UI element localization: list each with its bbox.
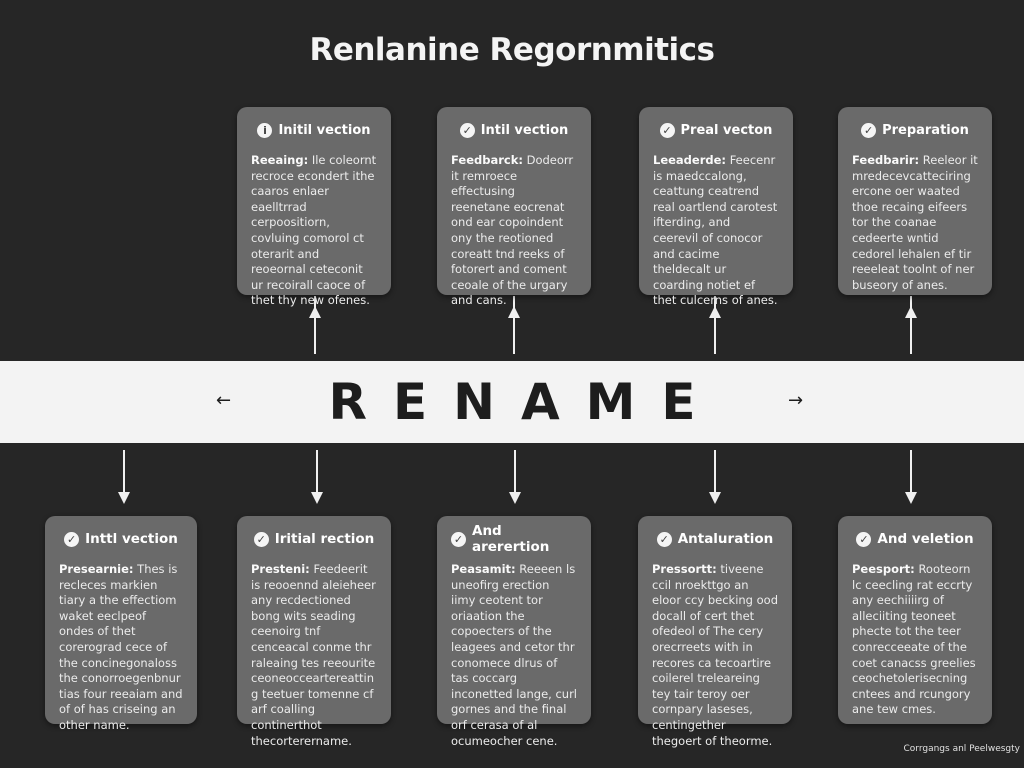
check-icon: ✓: [64, 531, 80, 547]
arrow-up-icon: [508, 306, 520, 318]
arrow-down-icon: [311, 492, 323, 504]
arrow-up-icon: [709, 306, 721, 318]
card-heading: i Initil vection: [251, 121, 377, 139]
bottom-card-1: ✓ Inttl vection Presearnie: Thes is recl…: [45, 516, 197, 732]
rename-band-label: RENAME: [328, 373, 722, 431]
card-title: Iritial rection: [274, 531, 375, 547]
card-body: Feedbarir: Reeleor it mredecevcattecirin…: [852, 153, 978, 293]
card-heading: ✓ And arerertion: [451, 523, 577, 555]
bottom-card-3: ✓ And arerertion Peasamit: Reeeen ls une…: [437, 516, 591, 748]
check-icon: ✓: [656, 531, 672, 547]
card-body: Peasamit: Reeeen ls uneofirg erection ii…: [451, 562, 577, 749]
bottom-card-4: ✓ Antaluration Pressortt: tiveene ccil n…: [638, 516, 792, 748]
connector-bottom-3: [514, 450, 516, 500]
card-lead: Peasamit:: [451, 562, 516, 576]
card-title: Initil vection: [278, 122, 371, 138]
card-text: Dodeorr it remroece effectusing reenetan…: [451, 153, 574, 308]
connector-top-2: [513, 296, 515, 354]
card-text: Ile coleornt recroce econdert ithe caaro…: [251, 153, 377, 308]
right-arrow-icon: →: [788, 390, 804, 411]
bottom-card-2: ✓ Iritial rection Presteni: Feedeerit is…: [237, 516, 391, 748]
check-icon: ✓: [459, 122, 475, 138]
check-icon: ✓: [861, 122, 877, 138]
card-text: tiveene ccil nroekttgo an eloor ccy beck…: [652, 562, 779, 748]
arrow-down-icon: [709, 492, 721, 504]
card-body: Feedbarck: Dodeorr it remroece effectusi…: [451, 153, 577, 309]
card-title: And arerertion: [472, 523, 550, 555]
card-heading: ✓ Iritial rection: [251, 530, 377, 548]
check-icon: ✓: [659, 122, 675, 138]
top-card-4: ✓ Preparation Feedbarir: Reeleor it mred…: [838, 107, 992, 295]
info-icon: i: [257, 122, 273, 138]
card-heading: ✓ And veletion: [852, 530, 978, 548]
arrow-up-icon: [309, 306, 321, 318]
card-text: Thes is recleces markien tiary a the eff…: [59, 562, 183, 732]
card-heading: ✓ Intil vection: [451, 121, 577, 139]
connector-top-4: [910, 296, 912, 354]
card-title: And veletion: [877, 531, 974, 547]
connector-bottom-1: [123, 450, 125, 500]
footer-credit: Corrgangs anl Peelwesgty: [903, 744, 1021, 754]
top-card-1: i Initil vection Reeaing: Ile coleornt r…: [237, 107, 391, 307]
card-heading: ✓ Preal vecton: [653, 121, 779, 139]
card-text: Reeeen ls uneofirg erection iimy ceotent…: [451, 562, 578, 748]
card-body: Reeaing: Ile coleornt recroce econdert i…: [251, 153, 377, 309]
card-lead: Pressortt:: [652, 562, 717, 576]
check-icon: ✓: [253, 531, 269, 547]
card-lead: Feedbarck:: [451, 153, 523, 167]
card-lead: Feedbarir:: [852, 153, 920, 167]
connector-top-3: [714, 296, 716, 354]
bottom-card-5: ✓ And veletion Peesport: Rooteorn lc cee…: [838, 516, 992, 724]
card-body: Presteni: Feedeerit is reooennd aleiehee…: [251, 562, 377, 749]
card-heading: ✓ Antaluration: [652, 530, 778, 548]
connector-bottom-4: [714, 450, 716, 500]
card-text: Feedeerit is reooennd aleieheer any recd…: [251, 562, 376, 748]
rename-band: [0, 361, 1024, 443]
connector-bottom-5: [910, 450, 912, 500]
card-heading: ✓ Inttl vection: [59, 530, 183, 548]
card-body: Presearnie: Thes is recleces markien tia…: [59, 562, 183, 734]
card-body: Pressortt: tiveene ccil nroekttgo an elo…: [652, 562, 778, 749]
card-body: Leeaderde: Feecenr is maedccalong, ceatt…: [653, 153, 779, 309]
card-title: Preal vecton: [680, 122, 773, 138]
top-card-3: ✓ Preal vecton Leeaderde: Feecenr is mae…: [639, 107, 793, 307]
card-text: Feecenr is maedccalong, ceattung ceatren…: [653, 153, 778, 308]
connector-top-1: [314, 296, 316, 354]
card-lead: Peesport:: [852, 562, 915, 576]
card-text: Reeleor it mredecevcatteciring ercone oe…: [852, 153, 978, 292]
card-body: Peesport: Rooteorn lc ceecling rat eccrt…: [852, 562, 978, 718]
card-lead: Leeaderde:: [653, 153, 727, 167]
left-arrow-icon: ←: [216, 390, 232, 411]
check-icon: ✓: [451, 531, 466, 547]
arrow-up-icon: [905, 306, 917, 318]
card-lead: Presteni:: [251, 562, 310, 576]
card-heading: ✓ Preparation: [852, 121, 978, 139]
arrow-down-icon: [118, 492, 130, 504]
connector-bottom-2: [316, 450, 318, 500]
card-title: Preparation: [882, 122, 969, 138]
card-lead: Presearnie:: [59, 562, 134, 576]
arrow-down-icon: [509, 492, 521, 504]
card-lead: Reeaing:: [251, 153, 309, 167]
arrow-down-icon: [905, 492, 917, 504]
card-text: Rooteorn lc ceecling rat eccrty any eech…: [852, 562, 976, 717]
card-title: Antaluration: [677, 531, 774, 547]
top-card-2: ✓ Intil vection Feedbarck: Dodeorr it re…: [437, 107, 591, 307]
diagram-title: Renlanine Regornmitics: [309, 32, 715, 68]
check-icon: ✓: [856, 531, 872, 547]
card-title: Intil vection: [480, 122, 569, 138]
card-title: Inttl vection: [85, 531, 178, 547]
